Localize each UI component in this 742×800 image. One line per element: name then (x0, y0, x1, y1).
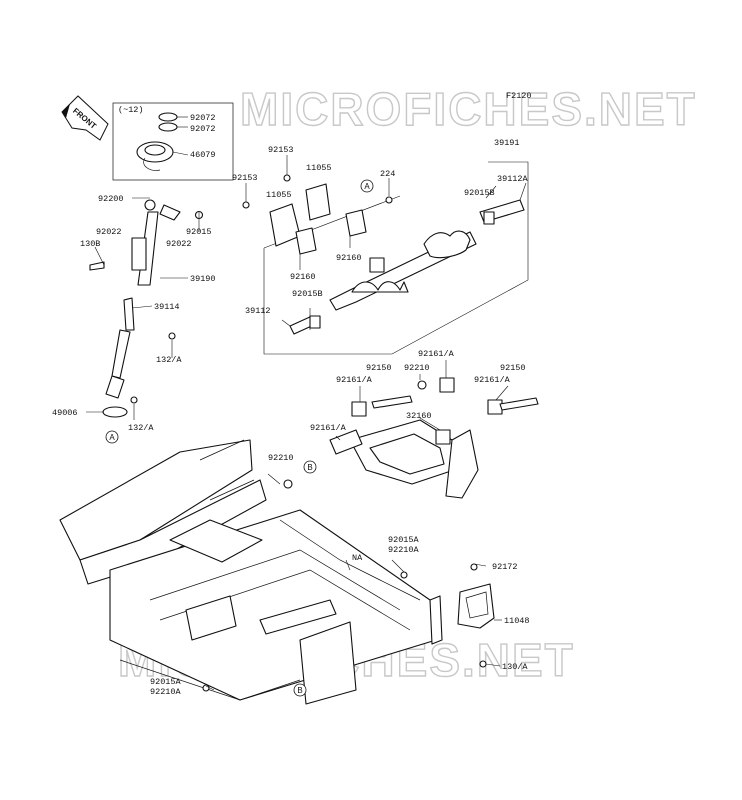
label-92172: 92172 (492, 562, 518, 572)
front-arrow-icon: FRONT (61, 95, 109, 141)
a-arm-assembly (283, 377, 539, 499)
label-39114: 39114 (154, 302, 180, 312)
label-11048: 11048 (504, 616, 530, 626)
label-92161a-2: 92161/A (336, 375, 373, 385)
steering-column (89, 199, 204, 418)
callout-a-top: A (360, 179, 374, 193)
label-11055-b: 11055 (266, 190, 292, 200)
label-92200: 92200 (98, 194, 124, 204)
label-39112a: 39112A (497, 174, 529, 184)
label-92153-b: 92153 (232, 173, 258, 183)
label-132a-1: 132/A (156, 355, 182, 365)
svg-text:B: B (307, 463, 312, 472)
label-92160-a: 92160 (290, 272, 316, 282)
part-labels: 92072 92072 46079 92200 92022 130B 92022… (52, 113, 530, 697)
label-92015b-1: 92015B (464, 188, 495, 198)
label-130a: 130/A (502, 662, 528, 672)
label-92150-b: 92150 (500, 363, 526, 373)
figure-code: F2120 (506, 91, 532, 101)
label-92015b-2: 92015B (292, 289, 323, 299)
label-92015: 92015 (186, 227, 212, 237)
watermark-top: MICROFICHES.NET (240, 83, 697, 135)
label-92072-b: 92072 (190, 124, 216, 134)
label-92015a-2: 92015A (150, 677, 182, 687)
label-92153-a: 92153 (268, 145, 294, 155)
label-46079: 46079 (190, 150, 216, 160)
label-92210a-1: 92210A (388, 545, 420, 555)
svg-text:A: A (364, 182, 370, 191)
label-32160: 32160 (406, 411, 432, 421)
main-frame (59, 439, 443, 705)
label-11055-a: 11055 (306, 163, 332, 173)
label-132a-2: 132/A (128, 423, 154, 433)
bracket-11048 (457, 563, 495, 668)
label-130b: 130B (80, 239, 100, 249)
label-92210-b: 92210 (268, 453, 294, 463)
label-92161a-4: 92161/A (310, 423, 347, 433)
label-92072-a: 92072 (190, 113, 216, 123)
label-92210-a: 92210 (404, 363, 430, 373)
label-92015a-1: 92015A (388, 535, 420, 545)
label-92022-a: 92022 (96, 227, 122, 237)
callout-b-frame: B (293, 683, 307, 697)
steering-rack-group (242, 161, 529, 355)
label-92150-a: 92150 (366, 363, 392, 373)
label-92210a-2: 92210A (150, 687, 182, 697)
label-92022-b: 92022 (166, 239, 192, 249)
label-39190: 39190 (190, 274, 216, 284)
svg-text:A: A (109, 433, 115, 442)
bracket-note: (~12) (118, 105, 144, 115)
label-224: 224 (380, 169, 395, 179)
label-92160-b: 92160 (336, 253, 362, 263)
inset-box: (~12) (112, 102, 234, 181)
label-39112: 39112 (245, 306, 271, 316)
callout-b-arm: B (303, 460, 317, 474)
leader-lines (86, 155, 527, 691)
label-49006: 49006 (52, 408, 78, 418)
callout-a-bottom: A (105, 430, 119, 444)
svg-text:B: B (297, 686, 302, 695)
label-na: NA (352, 553, 363, 563)
label-39191: 39191 (494, 138, 520, 148)
label-92161a-1: 92161/A (418, 349, 455, 359)
label-92161a-3: 92161/A (474, 375, 511, 385)
